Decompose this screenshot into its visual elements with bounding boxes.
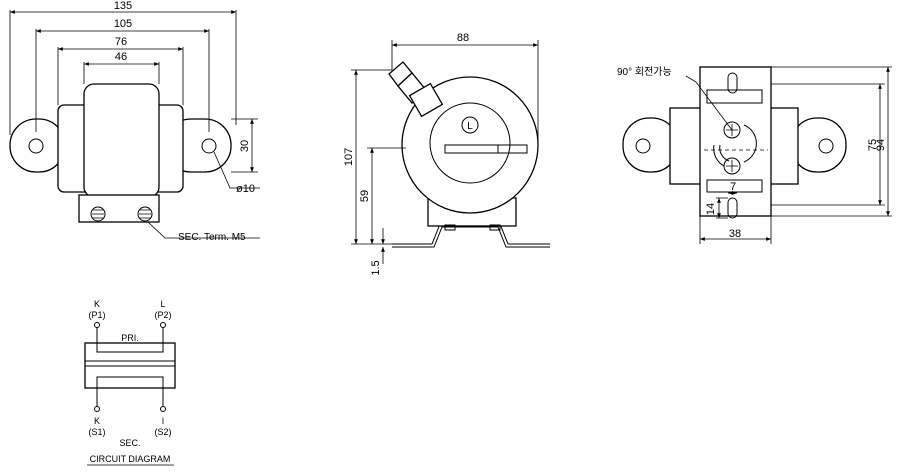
top-slot [727, 72, 738, 94]
primary-k-pin: (P1) [88, 310, 105, 320]
terminal-upper [723, 121, 741, 139]
secondary-l-label: l [162, 416, 164, 426]
mounting-tab-left [9, 118, 66, 173]
secondary-k-pin: (S1) [88, 427, 105, 437]
bottom-tab-right [790, 117, 847, 173]
circuit-diagram: K (P1) L (P2) PRI. K (S1) l (S2) SEC. CI… [84, 299, 176, 466]
front-coil [83, 83, 160, 198]
polarity-mark-circle [461, 116, 479, 134]
mount-hole-right [201, 138, 217, 154]
polarity-mark: L [467, 121, 473, 132]
dim-base-thickness: 1.5 [370, 260, 382, 275]
sec-term-label: SEC. Term. M5 [178, 232, 246, 243]
pri-label: PRI. [121, 333, 139, 343]
primary-k-label: K [94, 299, 100, 309]
primary-l-label: L [160, 299, 165, 309]
nameplate-tag [408, 82, 444, 118]
rotate-label: 90° 회전가능 [617, 66, 672, 78]
terminal-screw-2 [137, 206, 153, 222]
dim-total-height: 107 [343, 148, 355, 166]
dim-slot-length: 14 [705, 203, 717, 215]
primary-l-pin: (P2) [154, 310, 171, 320]
terminal-screw-1 [90, 206, 106, 222]
side-view: L 88 107 59 1.5 [343, 32, 550, 276]
bottom-view: 90° 회전가능 75 94 7 14 38 [617, 66, 892, 244]
sec-label: SEC. [119, 438, 140, 448]
side-inner-circle [429, 102, 511, 184]
mount-hole-left [28, 138, 44, 154]
dim-height: 30 [239, 140, 251, 152]
circuit-title: CIRCUIT DIAGRAM [90, 454, 171, 464]
dim-core-width: 46 [115, 51, 127, 63]
dim-overall-width: 135 [114, 0, 132, 12]
dim-slot-width: 7 [730, 181, 736, 193]
dim-inner-height: 75 [867, 139, 879, 151]
secondary-k-label: K [94, 416, 100, 426]
secondary-l-pin: (S2) [154, 427, 171, 437]
bottom-base-plate [699, 66, 772, 217]
dim-outer-height: 94 [875, 139, 887, 151]
terminal-block [78, 194, 160, 223]
dim-center-height: 59 [359, 190, 371, 202]
dim-hole-dia: ø10 [236, 183, 255, 195]
front-view: 135 105 76 46 30 ø10 SEC. Term. M5 [9, 0, 260, 243]
bottom-slot [727, 197, 738, 219]
dim-width: 88 [457, 32, 469, 44]
dim-hole-centers: 105 [114, 18, 132, 30]
dim-base-width: 38 [729, 228, 741, 240]
dim-body-width: 76 [115, 36, 127, 48]
